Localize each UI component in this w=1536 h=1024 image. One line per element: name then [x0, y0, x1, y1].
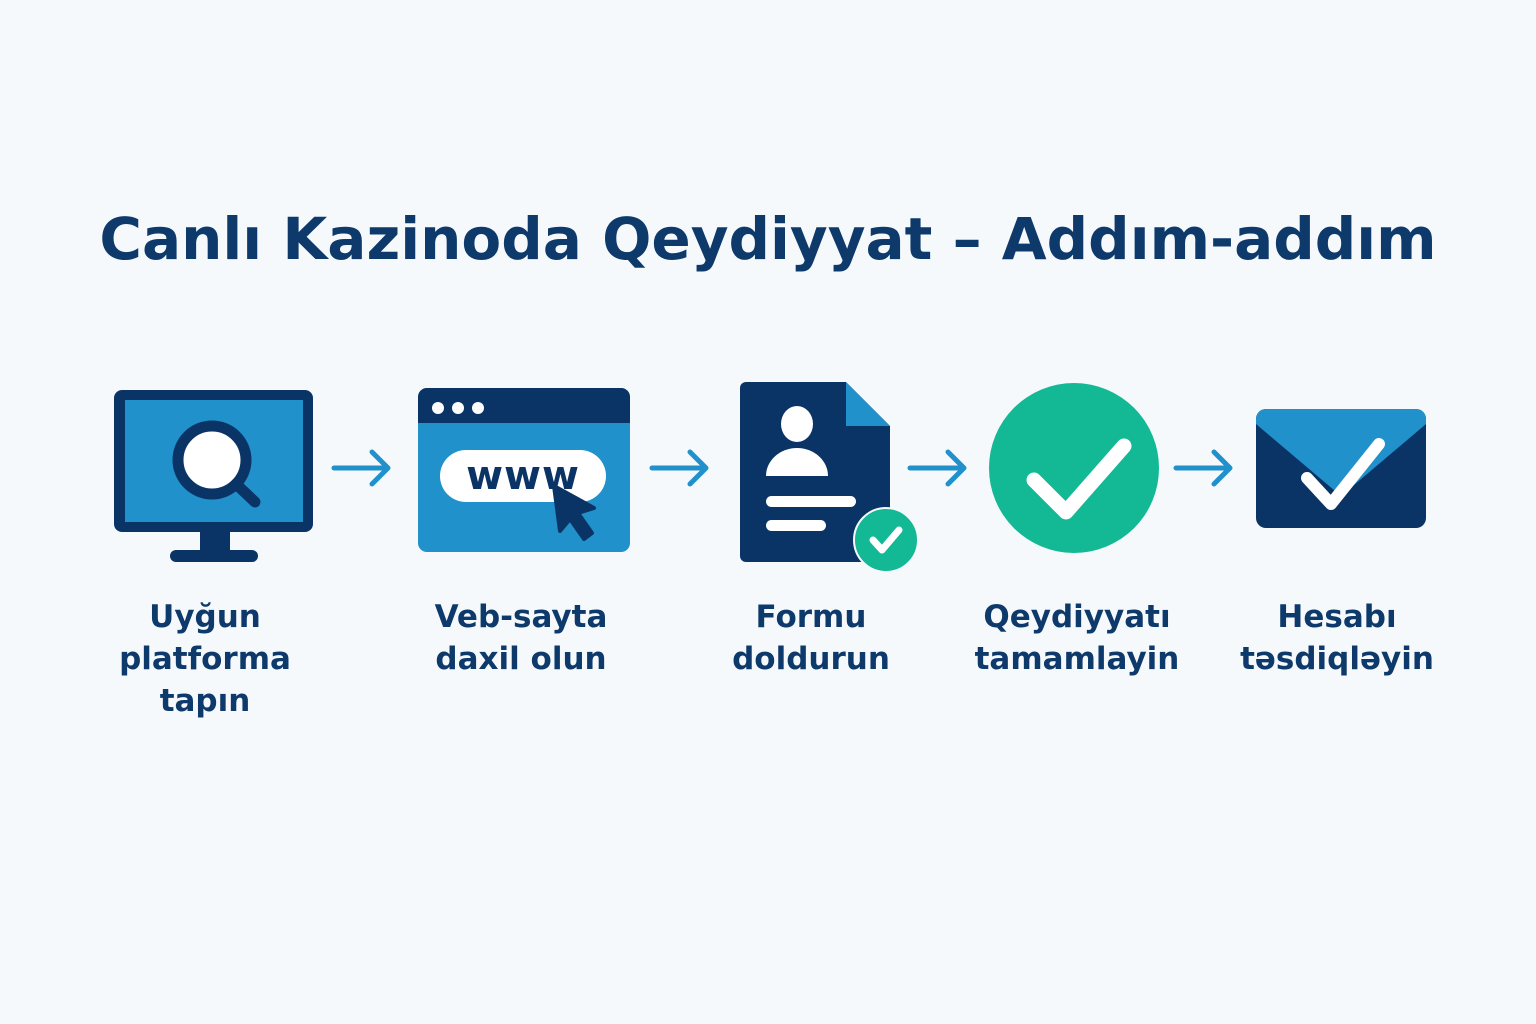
step-label-fill-form: Formu doldurun	[681, 596, 941, 680]
envelope-check-icon	[1256, 409, 1426, 528]
label-line: doldurun	[732, 641, 890, 677]
arrow-right-icon	[1173, 449, 1233, 487]
label-line: platforma	[119, 641, 291, 677]
label-line: tapın	[159, 683, 251, 719]
label-line: daxil olun	[435, 641, 607, 677]
check-circle-icon	[989, 383, 1159, 553]
step-label-verify-account: Hesabı təsdiqləyin	[1207, 596, 1467, 680]
www-text: www	[466, 453, 580, 499]
arrow-right-icon	[907, 449, 967, 487]
label-line: Hesabı	[1277, 599, 1397, 635]
monitor-search-icon	[114, 390, 313, 562]
step-label-find-platform: Uyğun platforma tapın	[75, 596, 335, 722]
step-label-complete-registration: Qeydiyyatı tamamlayin	[947, 596, 1207, 680]
label-line: Formu	[755, 599, 867, 635]
form-document-icon	[740, 382, 919, 573]
label-line: Veb-sayta	[434, 599, 608, 635]
label-line: Qeydiyyatı	[983, 599, 1171, 635]
browser-www-icon: www	[418, 388, 630, 552]
arrow-right-icon	[649, 449, 709, 487]
arrow-right-icon	[331, 449, 391, 487]
page-title: Canlı Kazinoda Qeydiyyat – Addım-addım	[99, 205, 1437, 273]
label-line: Uyğun	[149, 599, 261, 635]
step-label-visit-site: Veb-sayta daxil olun	[391, 596, 651, 680]
label-line: tamamlayin	[974, 641, 1180, 677]
label-line: təsdiqləyin	[1240, 641, 1434, 677]
